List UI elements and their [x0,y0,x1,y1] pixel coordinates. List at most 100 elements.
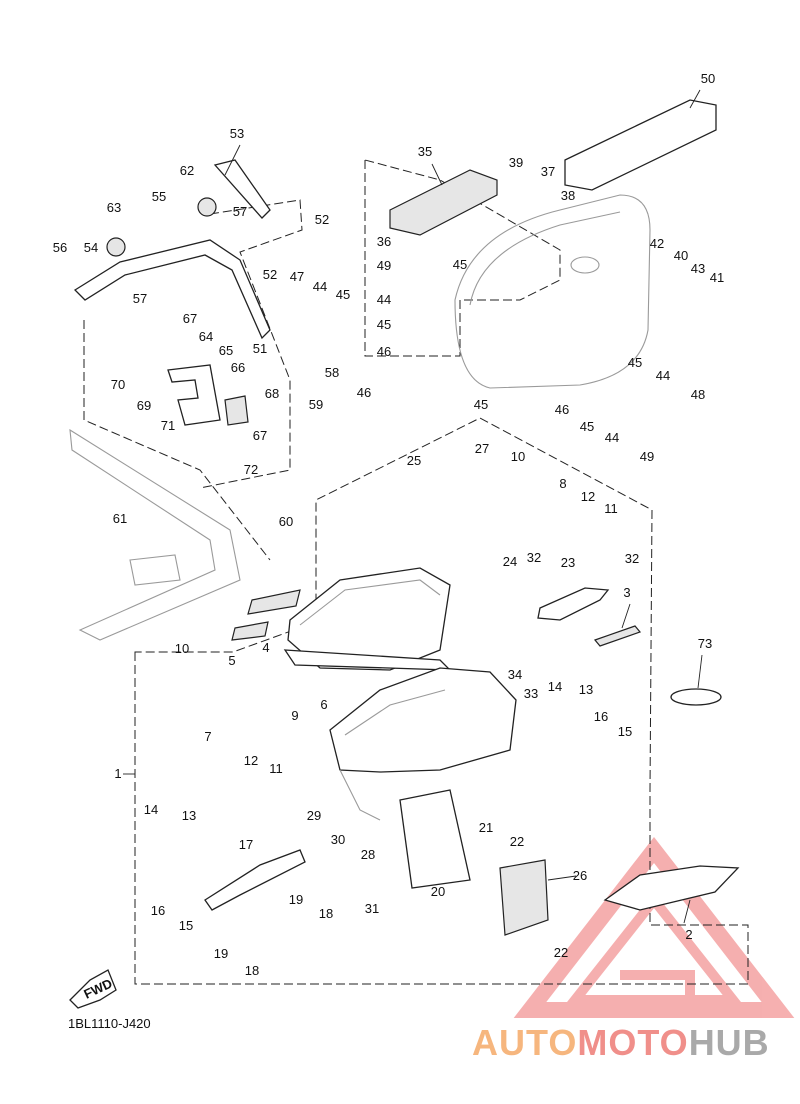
callout-69: 69 [137,398,151,413]
part-68-latch [224,395,249,426]
rail-group-outline [199,199,303,489]
callout-67: 67 [183,311,197,326]
callout-8: 8 [559,476,566,491]
callout-70: 70 [111,377,125,392]
callout-26: 26 [573,868,587,883]
callout-21: 21 [479,820,493,835]
callout-44: 44 [313,279,327,294]
part-26-bracket [499,859,549,936]
callout-3: 3 [623,585,630,600]
callout-65: 65 [219,343,233,358]
callout-13: 13 [579,682,593,697]
callout-42: 42 [650,236,664,251]
callout-30: 30 [331,832,345,847]
part-50-cover [564,99,717,191]
callout-45: 45 [336,287,350,302]
part-23-bracket [537,587,610,621]
callout-24: 24 [503,554,517,569]
callout-54: 54 [84,240,98,255]
callout-57: 57 [133,291,147,306]
callout-31: 31 [365,901,379,916]
part-3-reflector [593,625,642,647]
callout-1: 1 [114,766,121,781]
leader-lines [123,89,703,924]
callout-23: 23 [561,555,575,570]
watermark-part-3: HUB [688,1022,770,1063]
callout-36: 36 [377,234,391,249]
callout-52: 52 [315,212,329,227]
callout-2: 2 [685,927,692,942]
callout-12: 12 [581,489,595,504]
callout-9: 9 [291,708,298,723]
callout-22: 22 [554,945,568,960]
watermark-part-1: AUTO [472,1022,578,1063]
callout-33: 33 [524,686,538,701]
callout-49: 49 [640,449,654,464]
callout-46: 46 [555,402,569,417]
callout-32: 32 [527,550,541,565]
latch-group-outline [83,320,271,561]
frame-ghost [69,428,241,641]
part-66-handle [167,364,221,426]
callout-55: 55 [152,189,166,204]
callout-64: 64 [199,329,213,344]
callout-44: 44 [605,430,619,445]
part-73-clip [670,688,722,706]
callout-11: 11 [604,501,618,516]
callout-11: 11 [269,761,283,776]
callout-13: 13 [182,808,196,823]
callout-72: 72 [244,462,258,477]
callout-49: 49 [377,258,391,273]
callout-10: 10 [175,641,189,656]
callout-43: 43 [691,261,705,276]
callout-45: 45 [453,257,467,272]
callout-15: 15 [618,724,632,739]
part-5-pad [231,621,269,641]
callout-45: 45 [628,355,642,370]
callout-25: 25 [407,453,421,468]
callout-45: 45 [580,419,594,434]
callout-52: 52 [263,267,277,282]
callout-4: 4 [262,640,269,655]
callout-18: 18 [319,906,333,921]
callout-57: 57 [233,204,247,219]
callout-28: 28 [361,847,375,862]
part-2-trim [603,865,740,911]
callout-44: 44 [656,368,670,383]
callout-41: 41 [710,270,724,285]
callout-5: 5 [228,653,235,668]
callout-34: 34 [508,667,522,682]
callout-27: 27 [475,441,489,456]
callout-45: 45 [474,397,488,412]
watermark-triangle-logo [513,836,795,1018]
callout-45: 45 [377,317,391,332]
callout-19: 19 [289,892,303,907]
callout-48: 48 [691,387,705,402]
callout-14: 14 [144,802,158,817]
callout-10: 10 [511,449,525,464]
callout-32: 32 [625,551,639,566]
callout-15: 15 [179,918,193,933]
callout-51: 51 [253,341,267,356]
saddlebag-ghost [454,194,651,389]
callout-35: 35 [418,144,432,159]
callout-71: 71 [161,418,175,433]
watermark-part-2: MOTO [577,1022,689,1063]
callout-6: 6 [320,697,327,712]
callout-46: 46 [377,344,391,359]
callout-17: 17 [239,837,253,852]
callout-67: 67 [253,428,267,443]
callout-53: 53 [230,126,244,141]
callout-63: 63 [107,200,121,215]
part-4-pad [247,589,301,615]
callout-68: 68 [265,386,279,401]
callout-46: 46 [357,385,371,400]
callout-40: 40 [674,248,688,263]
callout-29: 29 [307,808,321,823]
fwd-arrow-icon: FWD [69,969,117,1009]
callout-73: 73 [698,636,712,651]
part-28-plate [399,789,471,889]
callout-61: 61 [113,511,127,526]
